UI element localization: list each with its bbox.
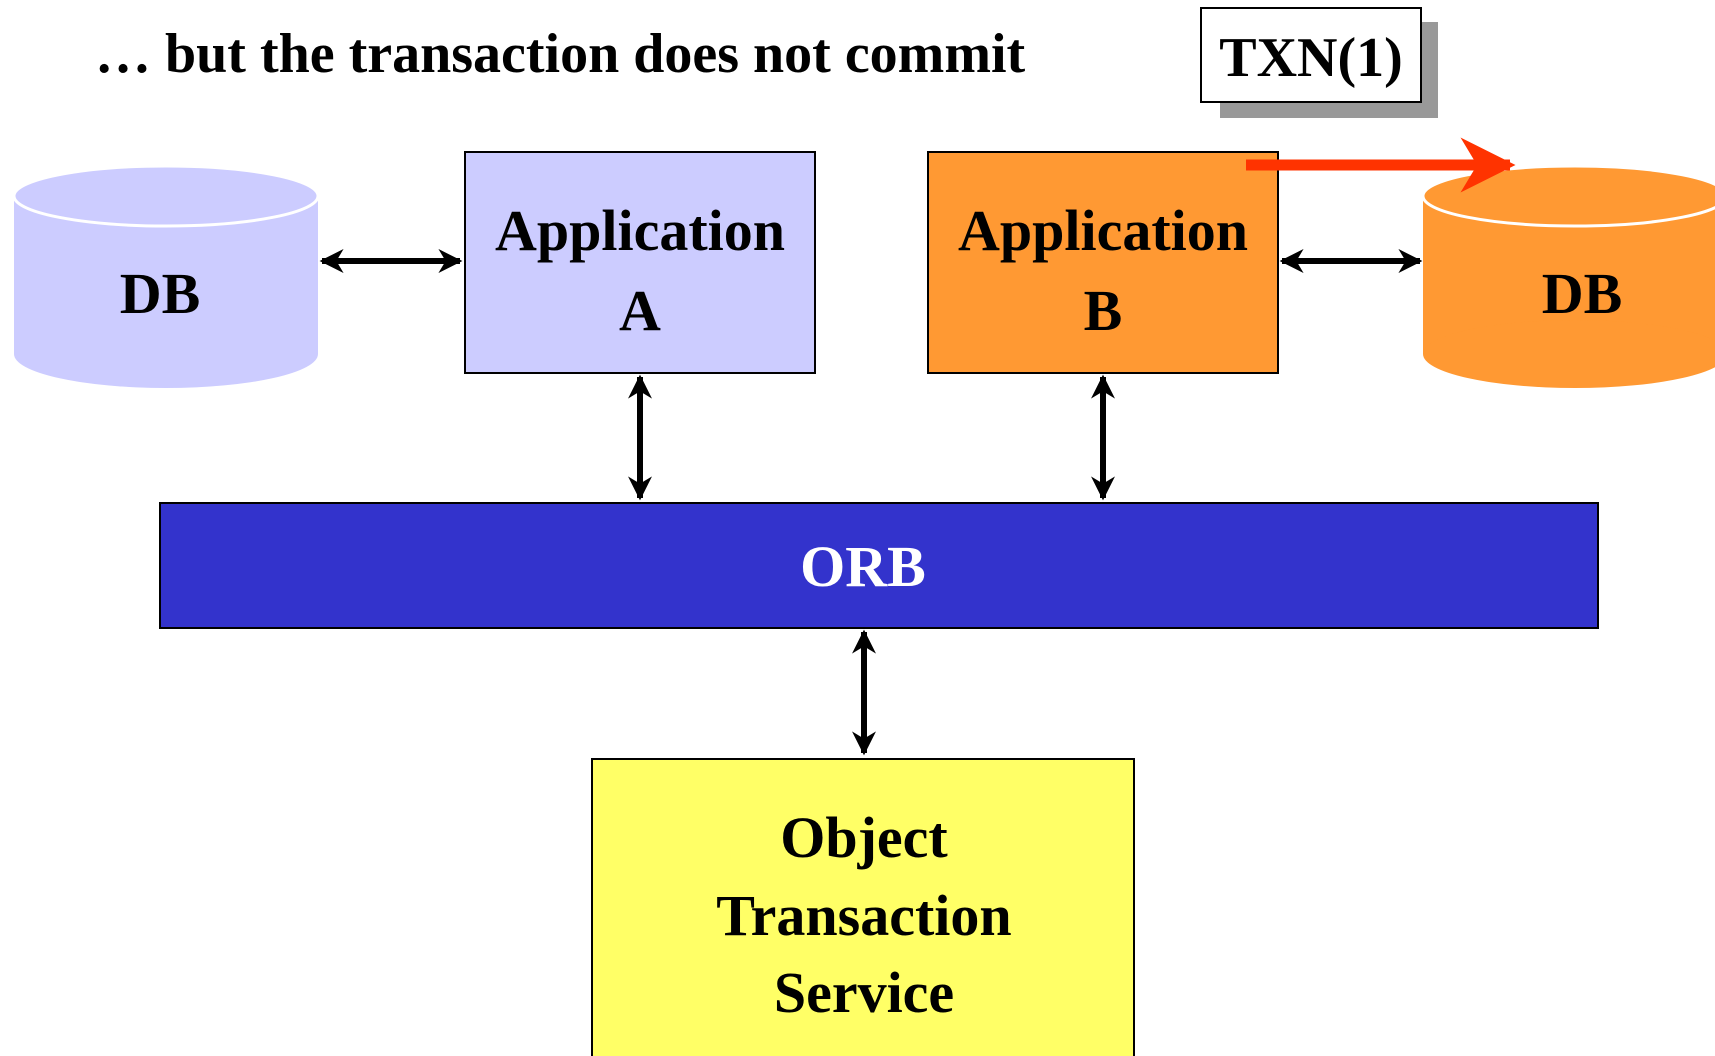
ots-line3: Service — [774, 960, 954, 1025]
ots-line2: Transaction — [716, 883, 1011, 948]
db-left-label: DB — [120, 261, 201, 326]
txn-badge: TXN(1) — [1200, 7, 1438, 118]
heading-text: … but the transaction does not commit — [95, 23, 1026, 85]
application-a-line2: A — [619, 278, 661, 343]
orb-bar: ORB — [159, 502, 1599, 629]
application-b-line1: Application — [958, 198, 1248, 263]
db-left: DB — [12, 164, 320, 388]
application-b-line2: B — [1084, 278, 1123, 343]
application-a-line1: Application — [495, 198, 785, 263]
txn-badge-label: TXN(1) — [1219, 27, 1403, 89]
application-a: Application A — [464, 151, 816, 374]
object-transaction-service: Object Transaction Service — [591, 758, 1135, 1056]
orb-label: ORB — [800, 534, 926, 599]
ots-line1: Object — [780, 805, 948, 870]
application-b: Application B — [927, 151, 1279, 374]
db-right: DB — [1421, 164, 1715, 388]
db-right-label: DB — [1542, 261, 1623, 326]
